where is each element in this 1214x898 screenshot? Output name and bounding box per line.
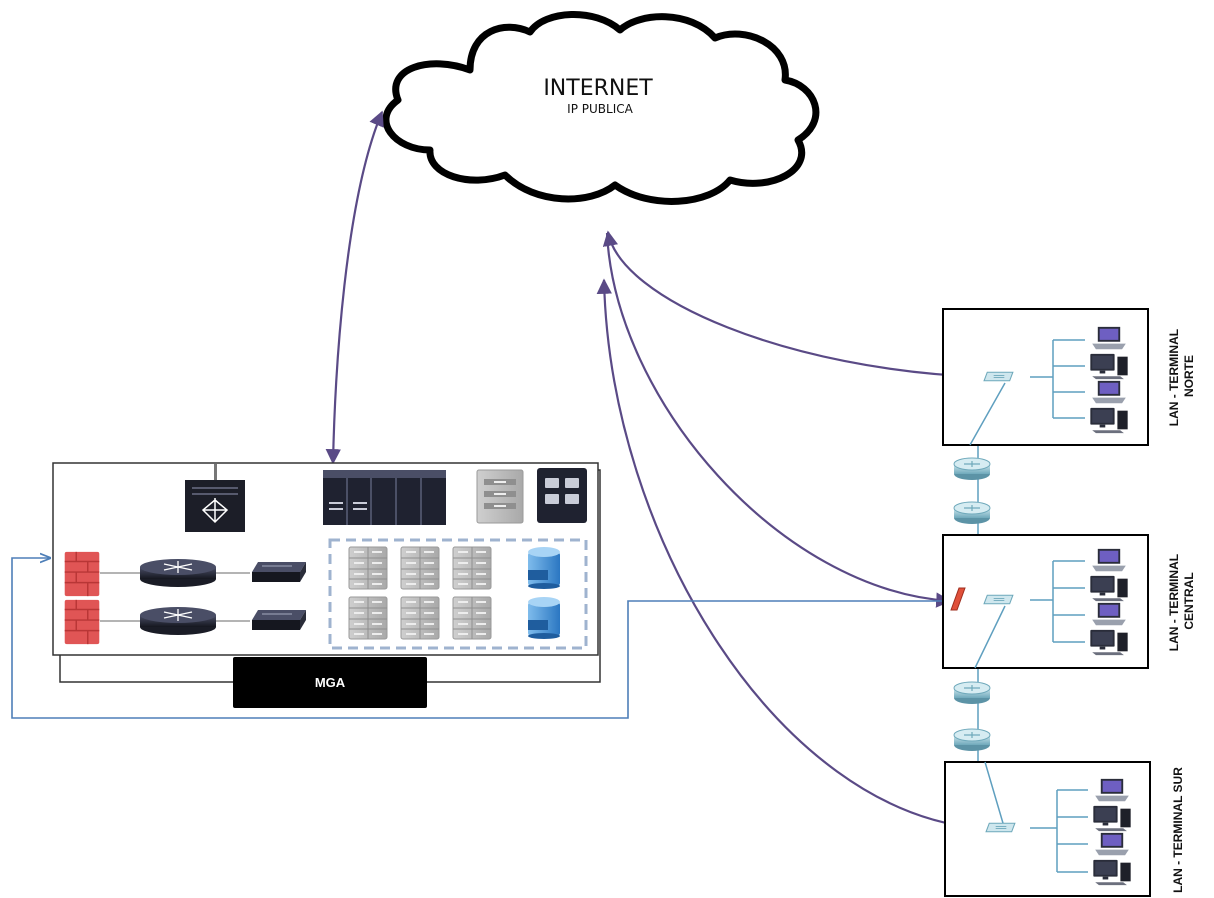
storage-icon [528, 597, 560, 639]
svg-text:LAN - TERMINAL CENTRAL: LAN - TERMINAL CENTRAL [1167, 551, 1196, 651]
site-central: LAN - TERMINAL CENTRAL [942, 534, 1196, 669]
mga-datacenter: MGA [52, 462, 601, 708]
svg-text:LAN - TERMINAL NORTE: LAN - TERMINAL NORTE [1167, 326, 1196, 426]
blade-server-icon [537, 468, 587, 523]
link-mga-internet [325, 110, 384, 465]
site-label-line2: CENTRAL [1182, 572, 1196, 629]
router-icon [953, 501, 991, 525]
link-backup-mga-central [11, 558, 948, 719]
switch-icon [985, 822, 1016, 833]
switch-icon [983, 371, 1014, 382]
server-icon [348, 596, 388, 640]
internet-cloud: INTERNET IP PUBLICA [382, 11, 820, 205]
server-icon [452, 546, 492, 590]
cloud-title: INTERNET [543, 76, 653, 101]
router-icon [139, 606, 217, 636]
site-label-line1: LAN - TERMINAL SUR [1171, 767, 1185, 893]
server-icon [400, 596, 440, 640]
link-internet-central [605, 232, 952, 608]
router-icon [953, 728, 991, 752]
site-label-line1: LAN - TERMINAL [1167, 554, 1181, 651]
firewall-icon [63, 551, 101, 597]
server-cluster [328, 538, 588, 650]
switch-icon [251, 609, 307, 631]
firewall-icon [950, 587, 966, 611]
mga-label: MGA [315, 675, 346, 690]
firewall-icon [63, 599, 101, 645]
server-rack-icon [323, 470, 446, 525]
server-icon [452, 596, 492, 640]
server-icon [400, 546, 440, 590]
core-switch-icon [185, 464, 245, 532]
site-norte: LAN - TERMINAL NORTE [942, 308, 1196, 446]
router-icon [953, 681, 991, 705]
switch-icon [251, 561, 307, 583]
switch-icon [983, 594, 1014, 605]
mga-label-box: MGA [233, 657, 427, 708]
site-label-line1: LAN - TERMINAL [1167, 329, 1181, 426]
cloud-subtitle: IP PUBLICA [567, 102, 633, 116]
site-sur: LAN - TERMINAL SUR [944, 761, 1185, 897]
storage-cabinet-icon [476, 469, 524, 524]
wan-links [11, 110, 984, 835]
link-internet-norte [602, 230, 984, 385]
router-icon [139, 558, 217, 588]
storage-icon [528, 547, 560, 589]
router-icon [953, 457, 991, 481]
server-icon [348, 546, 388, 590]
cloud-icon [382, 11, 820, 205]
site-label-line2: NORTE [1182, 355, 1196, 397]
link-internet-sur [596, 278, 980, 835]
